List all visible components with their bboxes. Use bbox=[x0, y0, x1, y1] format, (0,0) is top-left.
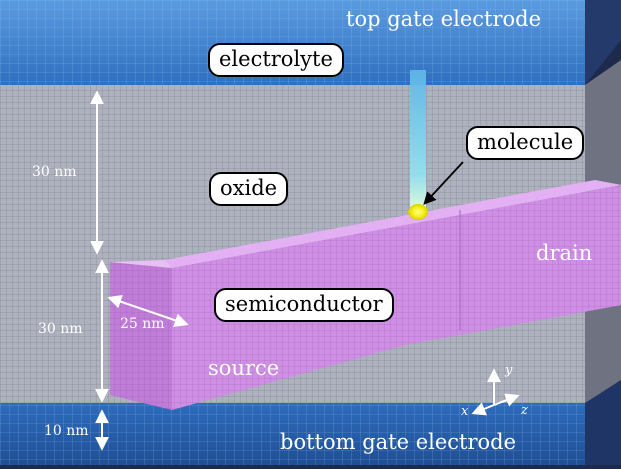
axis-y-label: y bbox=[505, 363, 513, 378]
semiconductor-width-label: 25 nm bbox=[120, 316, 165, 332]
semiconductor-label: semiconductor bbox=[214, 288, 394, 322]
molecule-label: molecule bbox=[466, 126, 585, 160]
oxide-thickness-label: 30 nm bbox=[32, 164, 77, 180]
drain-label: drain bbox=[536, 241, 593, 265]
axis-x-label: x bbox=[461, 404, 469, 419]
electrolyte-channel bbox=[410, 70, 426, 210]
semiconductor-bar bbox=[110, 180, 621, 410]
molecule-pointer-arrow bbox=[423, 161, 464, 205]
molecule-blob bbox=[408, 204, 428, 220]
bottom-gate-label: bottom gate electrode bbox=[280, 430, 517, 454]
axis-z-label: z bbox=[521, 403, 528, 418]
semiconductor-width-arrow bbox=[107, 295, 189, 327]
source-label: source bbox=[208, 356, 280, 380]
top-gate-electrode bbox=[0, 0, 621, 85]
bottom-layer-thickness-label: 10 nm bbox=[44, 423, 89, 439]
top-gate-label: top gate electrode bbox=[346, 7, 542, 31]
electrolyte-label: electrolyte bbox=[208, 43, 344, 77]
oxide-label: oxide bbox=[209, 172, 289, 206]
coordinate-axes bbox=[471, 368, 520, 416]
semiconductor-thickness-label: 30 nm bbox=[38, 321, 83, 337]
